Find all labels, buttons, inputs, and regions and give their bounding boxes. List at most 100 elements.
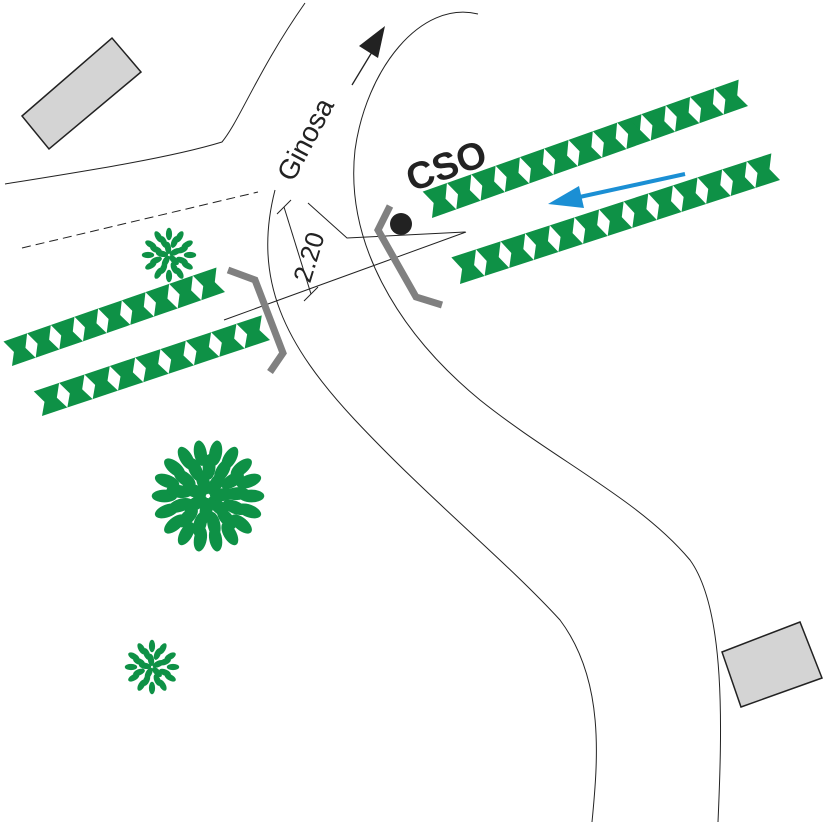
hedge-triangle	[42, 388, 68, 416]
hedge-triangle	[12, 338, 36, 366]
hedge-triangle	[456, 180, 481, 210]
tree-leaf	[209, 488, 236, 502]
tree-leaf	[222, 499, 247, 516]
tree-leaf	[230, 514, 252, 534]
dimension-line	[283, 206, 312, 295]
hedge-triangle	[432, 188, 457, 218]
arrowhead-icon	[359, 26, 385, 58]
hedge-triangle	[706, 174, 731, 204]
hedge-triangle	[92, 371, 118, 400]
tree-leaf	[183, 251, 197, 259]
hedge-row-left-lower	[33, 315, 270, 416]
hedge-triangle	[130, 297, 154, 325]
tree-leaf	[183, 495, 207, 513]
hedge-triangle	[632, 198, 657, 228]
tree-leaf	[153, 648, 162, 660]
tree-leaf	[193, 440, 208, 466]
direction-arrow-shaft	[351, 51, 373, 86]
tree-leaf	[170, 262, 179, 274]
barrier-right	[374, 204, 444, 309]
hedge-triangle	[504, 162, 530, 193]
hedge-triangle	[699, 93, 724, 124]
tree-leaf	[161, 255, 170, 267]
dimension-tick-top	[276, 199, 292, 215]
hedge-triangle	[201, 272, 225, 301]
tree-leaf	[165, 269, 173, 283]
tree-large-middle	[151, 440, 265, 552]
tree-leaf	[133, 668, 145, 677]
tree-leaf	[152, 667, 162, 678]
tree-leaf	[165, 227, 173, 241]
flow-arrow-icon	[548, 186, 584, 208]
tree-leaf	[152, 659, 165, 668]
hedge-triangle	[219, 329, 245, 357]
site-label: CSO	[401, 133, 493, 201]
tree-leaf	[176, 256, 188, 265]
tree-leaf	[155, 250, 169, 258]
hedge-triangle	[602, 128, 627, 158]
tree-canopy-icon	[124, 227, 265, 695]
hedge-triangle	[755, 158, 780, 188]
tree-leaf	[169, 255, 179, 266]
hedge-triangle	[484, 246, 510, 276]
hedge-triangle	[154, 289, 178, 317]
tree-leaf	[170, 236, 179, 248]
barrier-left	[226, 266, 287, 374]
hedge-triangle	[83, 313, 107, 342]
hedge-triangle	[480, 171, 505, 201]
section-line	[223, 231, 467, 321]
tree-leaf	[202, 454, 216, 480]
hedge-triangle	[106, 305, 131, 334]
road-left-edge	[267, 189, 597, 823]
hedge-triangle	[529, 154, 554, 184]
tree-leaf	[150, 256, 162, 265]
tree-leaf	[221, 471, 244, 490]
hedge-triangle	[730, 166, 756, 196]
side-road-lower-edge	[21, 191, 259, 249]
tree-leaf	[221, 522, 239, 546]
hedge-triangle	[675, 102, 700, 132]
filled-circle-icon	[390, 213, 412, 235]
hedge-triangle	[177, 281, 202, 309]
hedge-triangle	[533, 230, 559, 260]
tree-small-top	[141, 227, 197, 283]
hedge-triangle	[656, 190, 682, 220]
tree-leaf	[159, 668, 171, 677]
hedge-triangle	[577, 136, 603, 167]
hedge-triangle	[143, 354, 169, 383]
tree-leaf	[208, 496, 229, 517]
tree-leaf	[147, 653, 155, 667]
hedge-row-icon	[3, 79, 780, 416]
road-label: Ginosa	[271, 93, 340, 186]
hedge-triangle	[168, 346, 194, 374]
tree-leaf	[169, 247, 182, 256]
tree-leaf	[141, 251, 155, 259]
tree-leaf	[207, 472, 225, 495]
hedge-triangle	[194, 337, 220, 366]
tree-leaf	[148, 639, 156, 653]
hedge-triangle	[118, 363, 144, 391]
hedge-row-right-upper	[422, 79, 748, 218]
tree-leaf	[177, 506, 198, 528]
building-top-left	[20, 36, 143, 151]
hedge-row-left-upper	[3, 267, 225, 366]
hedge-triangle	[650, 111, 676, 141]
hedge-triangle	[553, 145, 578, 175]
tree-leaf	[177, 522, 195, 546]
hedge-triangle	[460, 254, 485, 284]
tree-leaf	[138, 662, 152, 670]
hedge-triangle	[67, 379, 93, 408]
side-road-upper-edge	[4, 2, 306, 185]
hedge-triangle	[59, 322, 83, 350]
hedge-triangle	[583, 214, 608, 244]
tree-leaf	[153, 674, 162, 686]
tree-leaf	[124, 663, 138, 671]
dimension-tick-bottom	[303, 286, 319, 302]
hedge-triangle	[509, 238, 534, 268]
hedge-triangle	[35, 330, 60, 358]
tree-leaf	[154, 473, 180, 489]
hedge-triangle	[681, 182, 707, 212]
tree-leaf	[166, 663, 180, 671]
